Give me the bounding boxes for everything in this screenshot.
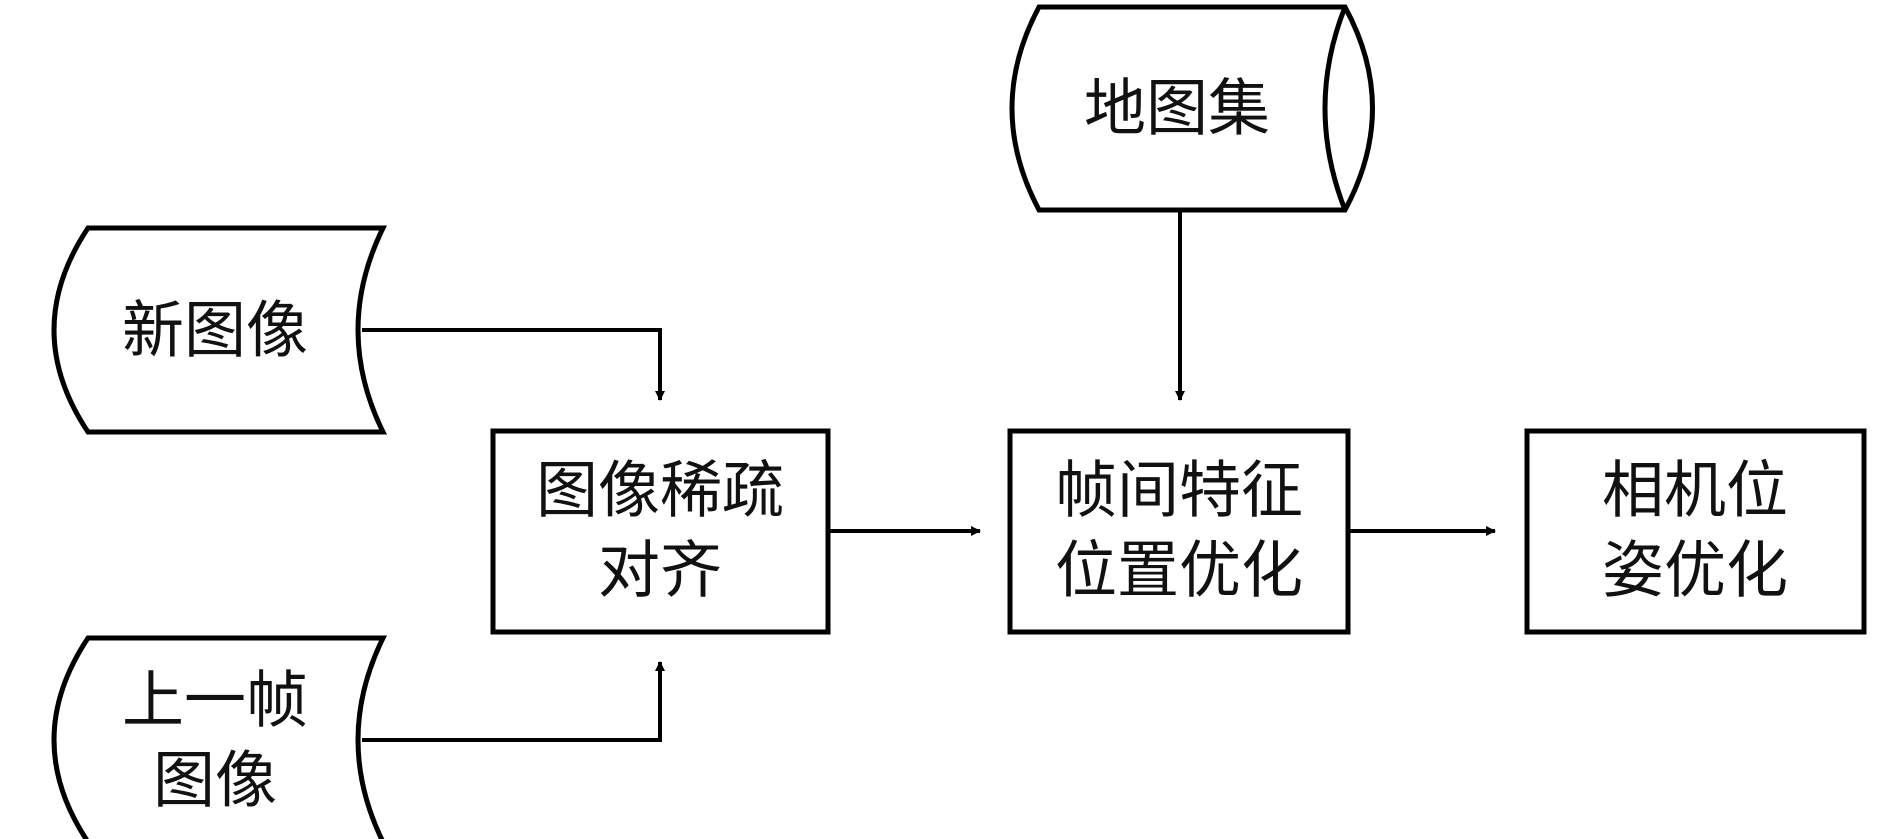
- map-set-node: 地图集: [1009, 4, 1375, 213]
- map-set-label: 地图集: [1084, 72, 1270, 145]
- process-box: [1524, 428, 1867, 635]
- pose-opt-label-line2: 姿优化: [1602, 534, 1788, 607]
- new-image-label: 新图像: [122, 294, 308, 367]
- process-box: [490, 428, 831, 635]
- prev-image-label-line2: 图像: [153, 744, 277, 817]
- edge-prev-image-to-sparse-align: [362, 661, 665, 742]
- feature-opt-label-line1: 帧间特征: [1055, 454, 1303, 527]
- stored-data-shape: [51, 635, 388, 839]
- sparse-align-label-line2: 对齐: [598, 534, 722, 607]
- storage-end-curve: [1322, 6, 1348, 211]
- prev-image-label-line1: 上一帧: [122, 664, 308, 737]
- sparse-align-label-line1: 图像稀疏: [536, 454, 784, 527]
- prev-image-node: 上一帧 图像: [51, 635, 388, 839]
- pose-opt-node: 相机位 姿优化: [1524, 428, 1867, 635]
- stored-data-shape: [51, 225, 388, 435]
- edge-new-image-to-sparse-align: [362, 328, 665, 401]
- process-box: [1007, 428, 1351, 635]
- feature-opt-label-line2: 位置优化: [1055, 534, 1303, 607]
- connectors: [362, 210, 1496, 742]
- sparse-align-node: 图像稀疏 对齐: [490, 428, 831, 635]
- new-image-node: 新图像: [51, 225, 388, 435]
- pose-opt-label-line1: 相机位: [1602, 454, 1788, 527]
- feature-opt-node: 帧间特征 位置优化: [1007, 428, 1351, 635]
